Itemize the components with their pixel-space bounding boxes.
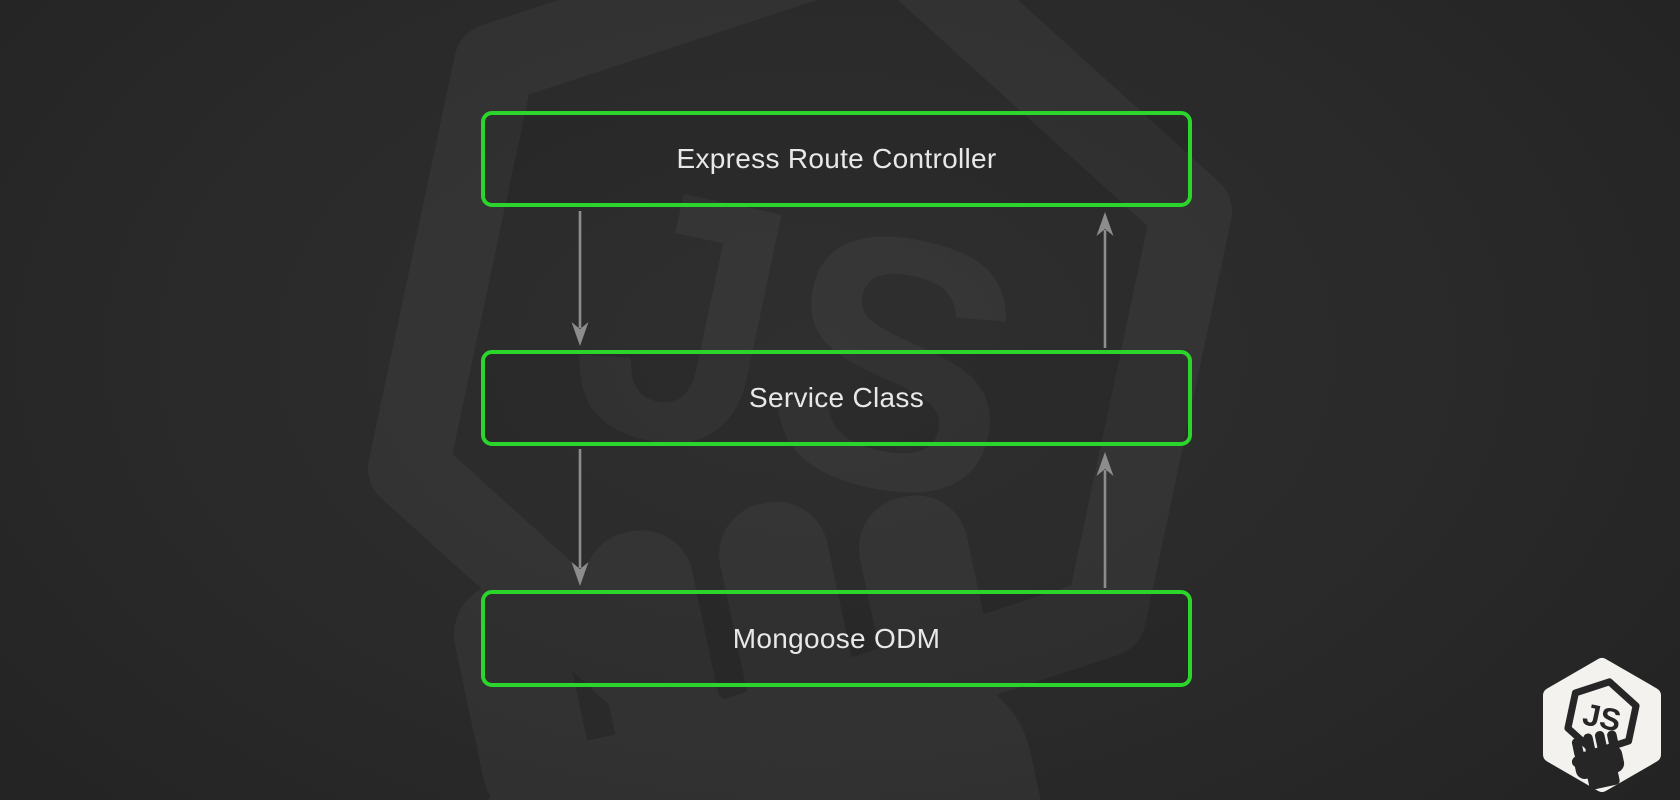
node-label: Service Class: [748, 382, 925, 413]
arrow-service-to-mongoose: [571, 449, 589, 586]
node-mongoose-odm: Mongoose ODM: [481, 590, 1192, 687]
node-label: Mongoose ODM: [732, 622, 941, 654]
arrow-mongoose-to-service: [1096, 452, 1114, 588]
arrow-express-to-service: [571, 211, 589, 346]
arrow-service-to-express: [1096, 212, 1114, 348]
node-service-class: Service Class: [481, 350, 1192, 446]
node-express-route-controller: Express Route Controller: [481, 111, 1192, 207]
node-label: Express Route Controller: [676, 143, 997, 174]
js-fist-logo: [1543, 658, 1661, 796]
